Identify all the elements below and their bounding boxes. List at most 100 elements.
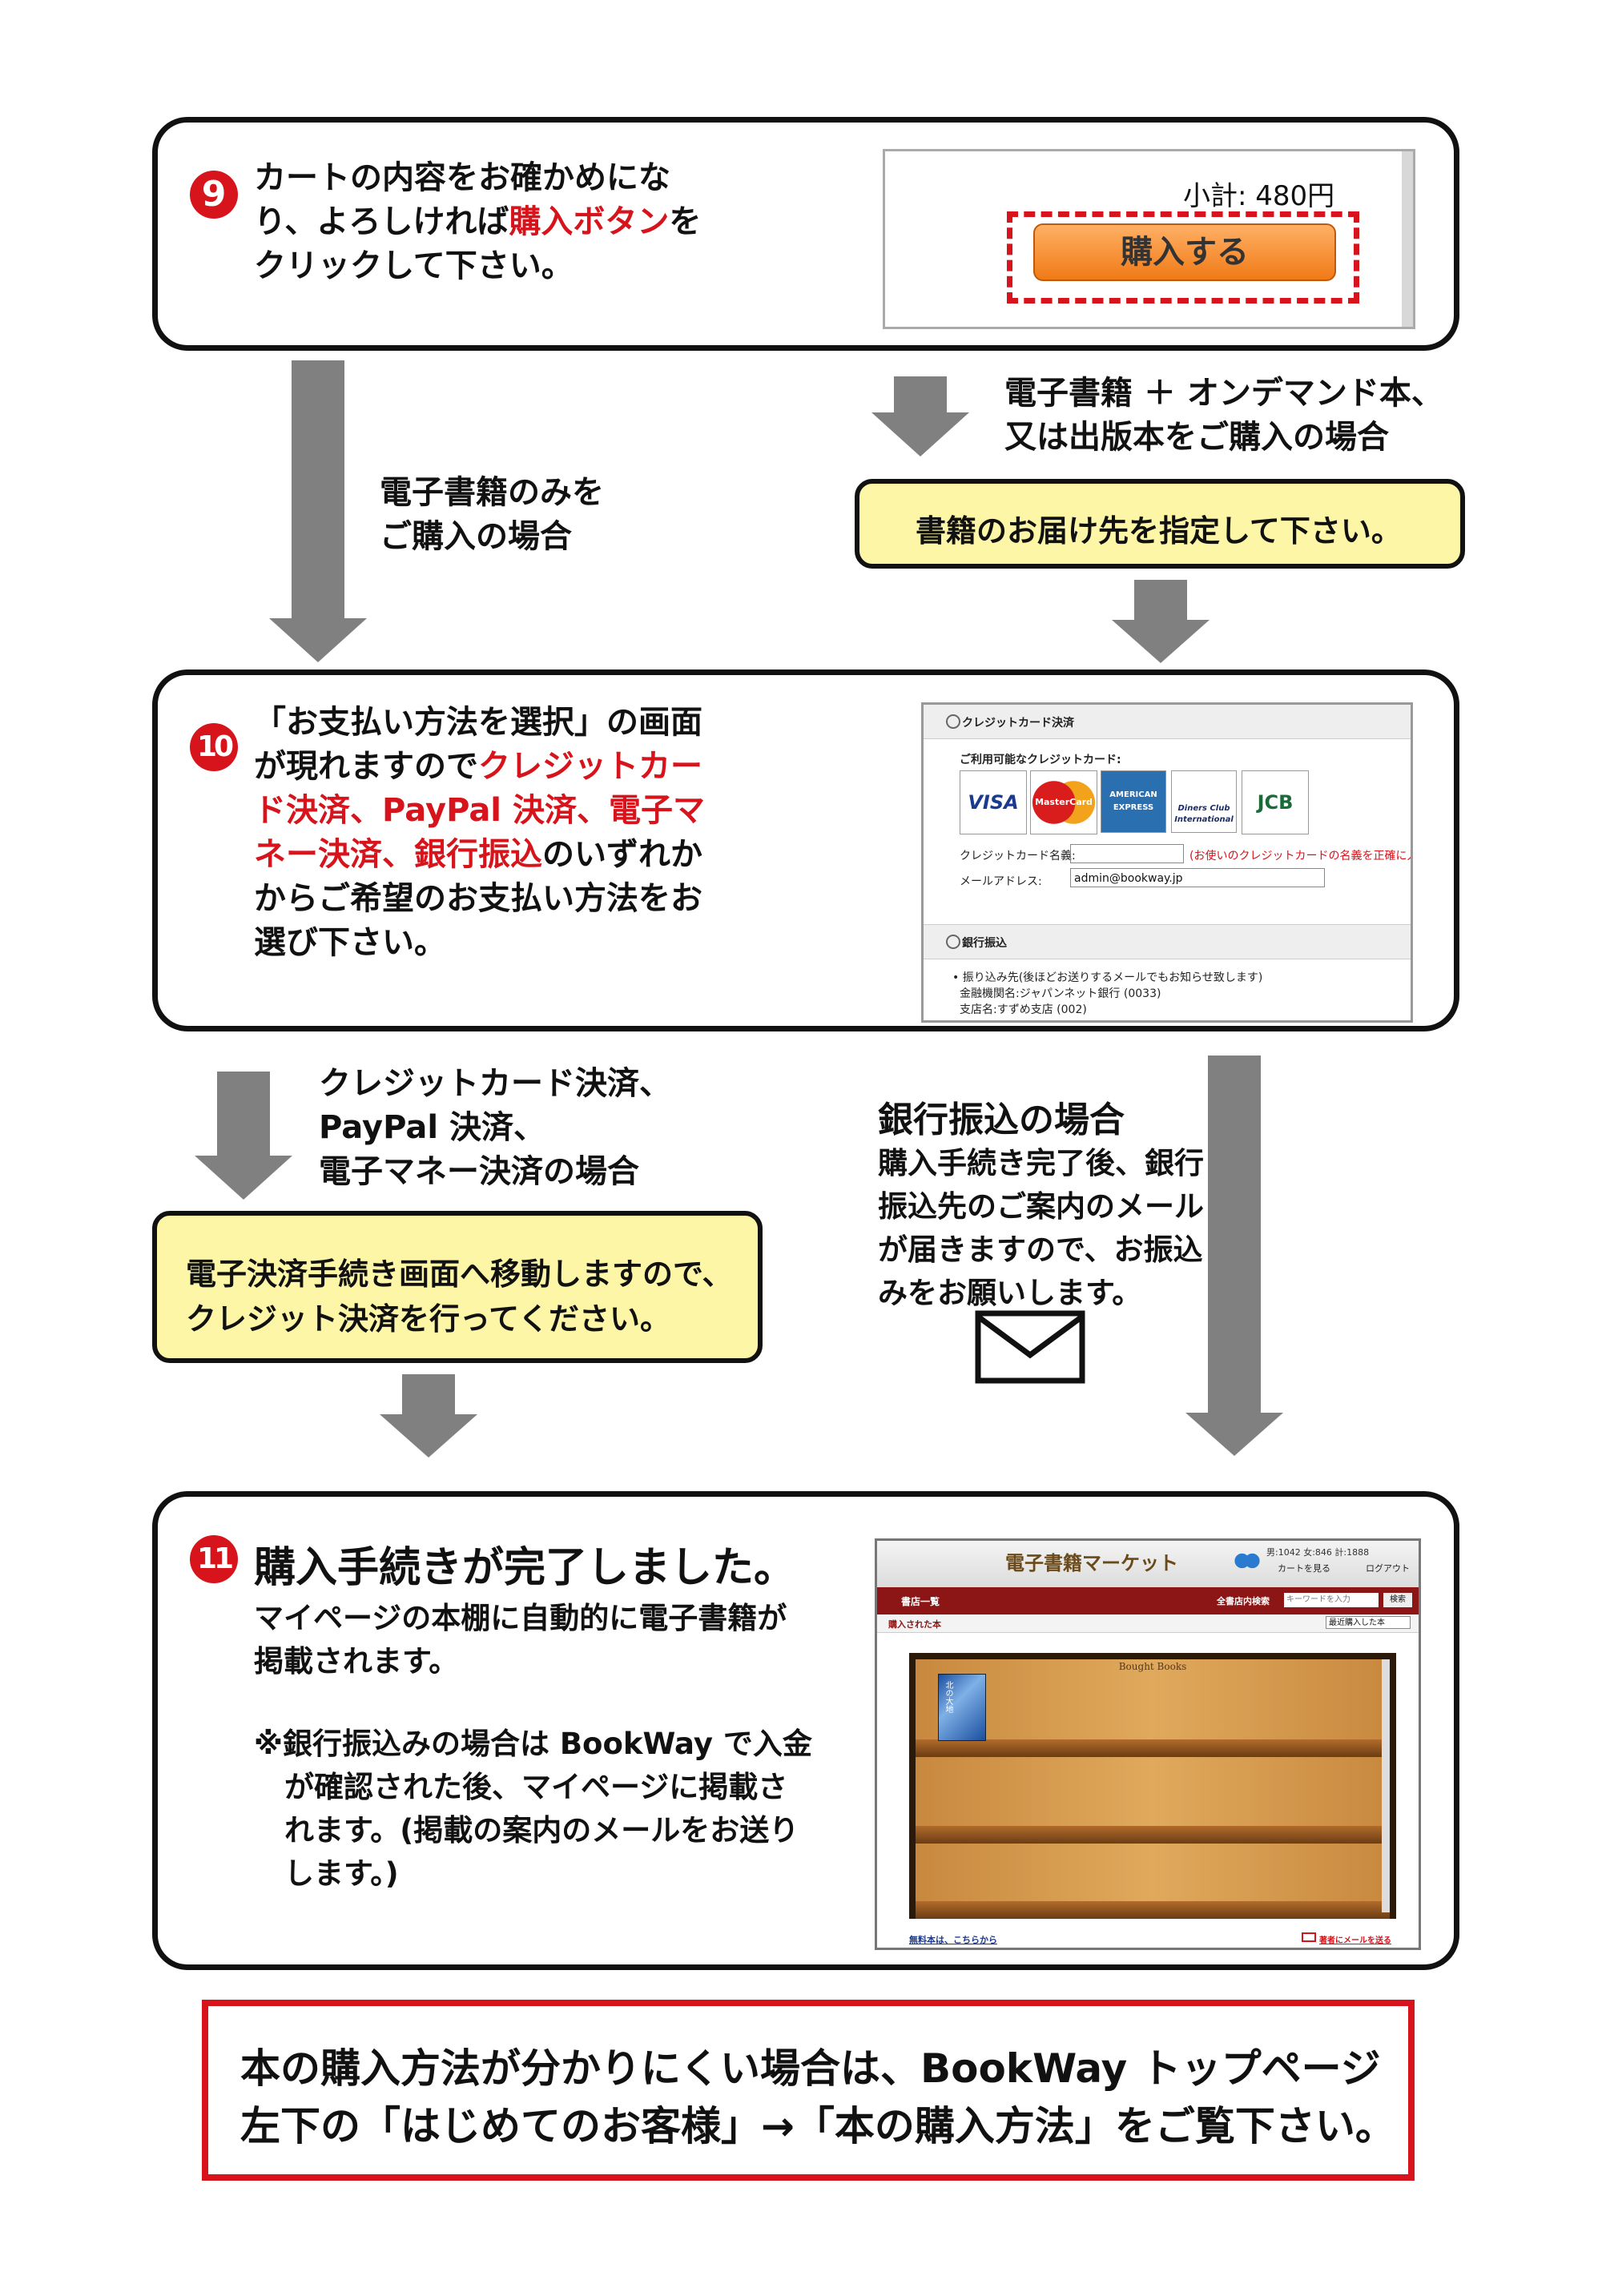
note-line: れます。(掲載の案内のメールをお送り — [284, 1813, 799, 1848]
view-cart-link[interactable]: カートを見る — [1278, 1563, 1330, 1574]
desc-line: 購入手続き完了後、銀行 — [878, 1146, 1204, 1180]
available-cards-label: ご利用可能なクレジットカード: — [960, 754, 1121, 766]
label-line: PayPal 決済、 — [319, 1109, 545, 1146]
buy-button-highlight-frame — [1007, 211, 1359, 304]
search-label: 全書店内検索 — [1217, 1596, 1270, 1606]
subtotal-text: 小計: 480円 — [1183, 180, 1335, 212]
instruction-line: カートの内容をお確かめにな — [254, 159, 670, 196]
card-name-input[interactable] — [1070, 844, 1184, 863]
instruction-line: ネー決済、銀行振込のいずれか — [254, 833, 705, 877]
note-line: します。) — [284, 1856, 399, 1891]
card-name-note: (お使いのクレジットカードの名義を正確に入力 — [1189, 850, 1413, 863]
search-input[interactable]: キーワードを入力 — [1284, 1593, 1379, 1607]
shelf-board — [916, 1826, 1390, 1844]
bank-info: 支店名:すずめ支店 (002) — [960, 1003, 1087, 1016]
bank-info: • 振り込み先(後ほどお送りするメールでもお知らせ致します) — [952, 971, 1263, 984]
logout-link[interactable]: ログアウト — [1366, 1563, 1410, 1574]
mastercard-icon: MasterCard — [1030, 770, 1097, 834]
bank-transfer-note: ※銀行振込みの場合は BookWay で入金 が確認された後、マイページに掲載さ… — [254, 1723, 812, 1896]
mail-author-link[interactable]: 著者にメールを送る — [1319, 1936, 1391, 1945]
delivery-address-box: 書籍のお届け先を指定して下さい。 — [855, 479, 1465, 569]
payment-method-text: ド決済、PayPal 決済、電子マ — [254, 792, 705, 829]
envelope-icon — [975, 1310, 1085, 1384]
instruction-line: クリックして下さい。 — [254, 247, 574, 284]
instruction-line: り、よろしければ購入ボタンを — [254, 200, 701, 244]
instruction-line: からご希望のお支払い方法をお — [254, 880, 702, 917]
scrollbar — [1402, 151, 1413, 327]
down-arrow — [195, 1072, 292, 1200]
desc-line: マイページの本棚に自動的に電子書籍が — [254, 1601, 787, 1635]
note-line: ※銀行振込みの場合は BookWay で入金 — [254, 1727, 812, 1761]
store-list-link[interactable]: 書店一覧 — [901, 1596, 940, 1607]
down-arrow — [380, 1374, 477, 1458]
credit-title: クレジットカード決済 — [962, 717, 1074, 730]
sort-select[interactable]: 最近購入した本 — [1326, 1616, 1411, 1629]
bought-books-label: 購入された本 — [888, 1619, 941, 1630]
shelf-board — [916, 1901, 1390, 1919]
payment-method-text: ネー決済、銀行振込 — [254, 836, 542, 873]
radio-icon[interactable] — [946, 935, 960, 949]
shelf-scrollbar[interactable] — [1382, 1659, 1390, 1912]
text: を — [669, 203, 702, 240]
electronic-payment-box: 電子決済手続き画面へ移動しますので、 クレジット決済を行ってください。 — [152, 1211, 763, 1363]
step10-instruction: 「お支払い方法を選択」の画面 が現れますのでクレジットカー ド決済、PayPal… — [254, 701, 705, 965]
instruction-line: が現れますのでクレジットカー — [254, 745, 705, 789]
step10-panel: 10 「お支払い方法を選択」の画面 が現れますのでクレジットカー ド決済、Pay… — [152, 669, 1459, 1031]
label-line: 電子書籍 ＋ オンデマンド本、 — [1004, 375, 1443, 412]
bought-bar: 購入された本 最近購入した本 — [877, 1614, 1419, 1633]
shelf-board — [916, 1739, 1390, 1757]
completion-title: 購入手続きが完了しました。 — [254, 1544, 796, 1592]
search-button[interactable]: 検索 — [1383, 1593, 1412, 1607]
text: が現れますので — [254, 748, 478, 785]
help-note-line: 本の購入方法が分かりにくい場合は、BookWay トップページ — [240, 2045, 1381, 2092]
visa-card-icon: VISA — [960, 770, 1027, 834]
desc-line: 振込先のご案内のメール — [878, 1189, 1204, 1224]
text: り、よろしければ — [254, 203, 509, 240]
branch-left-label: 電子書籍のみを ご購入の場合 — [380, 471, 604, 559]
bookshelf: Bought Books 北の大地 — [909, 1653, 1396, 1919]
box-text: 書籍のお届け先を指定して下さい。 — [916, 513, 1402, 549]
butterfly-logo-icon — [1234, 1550, 1260, 1571]
book-title: 北の大地 — [944, 1681, 952, 1713]
label-line: 電子書籍のみを — [380, 474, 604, 511]
box-text: 電子決済手続き画面へ移動しますので、 — [186, 1257, 733, 1292]
market-title: 電子書籍マーケット — [1005, 1552, 1178, 1574]
radio-icon[interactable] — [946, 714, 960, 729]
desc-line: が届きますので、お振込 — [878, 1232, 1203, 1267]
diners-card-icon: Diners Club International — [1171, 770, 1237, 833]
book-cover[interactable]: 北の大地 — [938, 1674, 986, 1741]
buy-button[interactable]: 購入する — [1033, 223, 1336, 281]
member-stats: 男:1042 女:846 計:1888 — [1266, 1547, 1370, 1558]
buy-button-highlight-text: 購入ボタン — [509, 203, 670, 240]
box-text: クレジット決済を行ってください。 — [186, 1301, 670, 1337]
bank-info: 金融機関名:ジャパンネット銀行 (0033) — [960, 987, 1161, 1000]
down-arrow — [871, 376, 969, 456]
help-note-box: 本の購入方法が分かりにくい場合は、BookWay トップページ 左下の「はじめて… — [202, 2000, 1415, 2181]
help-note-line: 左下の「はじめてのお客様」→「本の購入方法」をご覧下さい。 — [240, 2103, 1395, 2149]
free-books-link[interactable]: 無料本は、こちらから — [909, 1935, 997, 1945]
mail-icon — [1302, 1932, 1316, 1942]
payment-screenshot: クレジットカード決済 ご利用可能なクレジットカード: VISA MasterCa… — [921, 702, 1413, 1023]
card-payment-label: クレジットカード決済、 PayPal 決済、 電子マネー決済の場合 — [319, 1062, 671, 1194]
bank-title: 銀行振込 — [962, 937, 1007, 950]
bank-transfer-desc: 購入手続き完了後、銀行 振込先のご案内のメール が届きますので、お振込 みをお願… — [878, 1142, 1204, 1315]
jcb-card-icon: JCB — [1242, 770, 1309, 834]
step9-panel: 9 カートの内容をお確かめにな り、よろしければ購入ボタンを クリックして下さい… — [152, 117, 1459, 351]
note-line: が確認された後、マイページに掲載さ — [284, 1770, 788, 1804]
step-number-badge: 11 — [190, 1535, 238, 1583]
down-arrow — [1185, 1056, 1283, 1456]
desc-line: みをお願いします。 — [878, 1276, 1142, 1310]
bookshelf-screenshot: 電子書籍マーケット 男:1042 女:846 計:1888 カートを見る ログア… — [875, 1538, 1421, 1950]
text: のいずれか — [542, 836, 702, 873]
label-line: クレジットカード決済、 — [319, 1065, 671, 1102]
cart-screenshot: 小計: 480円 購入する — [883, 149, 1415, 329]
down-arrow — [269, 360, 367, 662]
email-field[interactable]: admin@bookway.jp — [1070, 868, 1325, 887]
site-header: 電子書籍マーケット 男:1042 女:846 計:1888 カートを見る ログア… — [877, 1541, 1419, 1587]
label-line: 電子マネー決済の場合 — [319, 1153, 639, 1190]
bank-transfer-title: 銀行振込の場合 — [878, 1100, 1125, 1140]
completion-description: マイページの本棚に自動的に電子書籍が 掲載されます。 — [254, 1597, 787, 1683]
desc-line: 掲載されます。 — [254, 1644, 459, 1679]
down-arrow — [1112, 580, 1210, 663]
credit-section-header: クレジットカード決済 — [924, 705, 1411, 739]
